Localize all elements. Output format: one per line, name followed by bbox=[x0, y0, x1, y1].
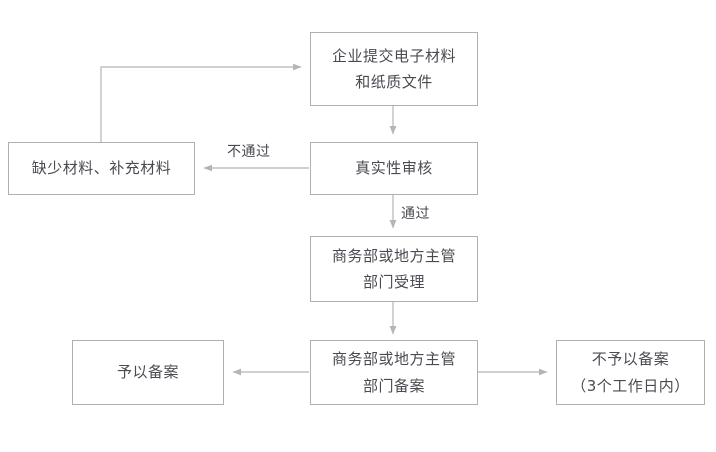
node-submit-materials-line2: 和纸质文件 bbox=[355, 73, 433, 91]
node-deny-record[interactable]: 不予以备案 （3个工作日内） bbox=[556, 340, 705, 405]
node-missing-materials-line1: 缺少材料、补充材料 bbox=[31, 159, 172, 178]
edge-label-pass: 通过 bbox=[398, 203, 433, 223]
node-department-accept[interactable]: 商务部或地方主管 部门受理 bbox=[310, 236, 478, 302]
node-submit-materials-line1: 企业提交电子材料 bbox=[331, 46, 456, 65]
node-authenticity-review[interactable]: 真实性审核 bbox=[310, 142, 478, 195]
node-deny-record-line2: （3个工作日内） bbox=[571, 376, 690, 395]
edge-missing-to-submit bbox=[100, 63, 302, 142]
node-grant-record-line1: 予以备案 bbox=[116, 363, 179, 382]
node-authenticity-review-line1: 真实性审核 bbox=[355, 159, 433, 178]
node-grant-record[interactable]: 予以备案 bbox=[72, 340, 224, 405]
node-missing-materials[interactable]: 缺少材料、补充材料 bbox=[8, 142, 195, 195]
node-deny-record-line1: 不予以备案 bbox=[591, 350, 670, 369]
edge-label-fail: 不通过 bbox=[224, 141, 274, 161]
node-department-record-line1: 商务部或地方主管 bbox=[331, 350, 456, 369]
node-department-accept-line2: 部门受理 bbox=[362, 273, 425, 291]
node-department-record-line2: 部门备案 bbox=[362, 376, 425, 395]
node-submit-materials[interactable]: 企业提交电子材料 和纸质文件 bbox=[310, 32, 478, 106]
node-department-accept-line1: 商务部或地方主管 bbox=[331, 246, 456, 265]
node-department-record[interactable]: 商务部或地方主管 部门备案 bbox=[310, 340, 478, 405]
